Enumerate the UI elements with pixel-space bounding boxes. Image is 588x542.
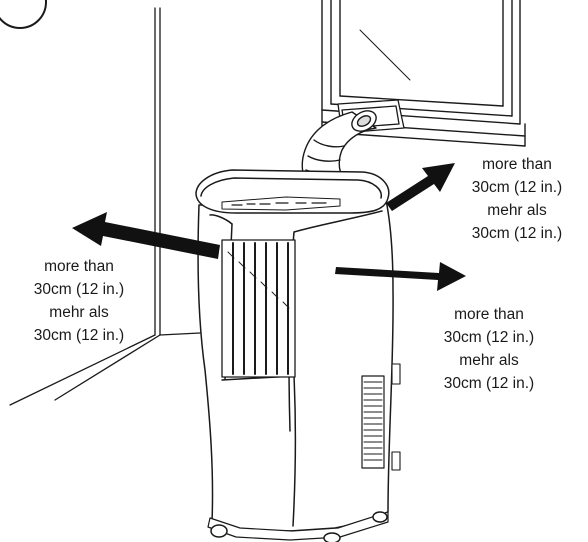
label-left-line3: mehr als [49,304,109,321]
label-top-right-line2: 30cm (12 in.) [471,179,563,196]
label-right-line1: more than [454,306,524,323]
step-number-circle [0,0,47,29]
clearance-label-top-right: more than 30cm (12 in.) mehr als 30cm (1… [448,153,586,245]
clearance-label-right: more than 30cm (12 in.) mehr als 30cm (1… [418,303,560,395]
label-top-right-line4: 30cm (12 in.) [471,225,563,242]
label-right-line3: mehr als [459,352,519,369]
arrow-top-right [386,163,455,211]
clearance-arrows [72,163,466,291]
label-top-right-line1: more than [482,156,552,173]
air-conditioner-unit [195,169,401,542]
label-left-line4: 30cm (12 in.) [33,327,125,344]
arrow-left [72,212,220,259]
label-left-line2: 30cm (12 in.) [33,281,125,298]
label-left-line1: more than [44,258,114,275]
arrow-right [335,262,466,291]
exhaust-hose [301,110,377,189]
clearance-label-left: more than 30cm (12 in.) mehr als 30cm (1… [4,255,154,347]
label-top-right-line3: mehr als [487,202,547,219]
label-right-line4: 30cm (12 in.) [443,375,535,392]
label-right-line2: 30cm (12 in.) [443,329,535,346]
room-walls [9,7,201,406]
